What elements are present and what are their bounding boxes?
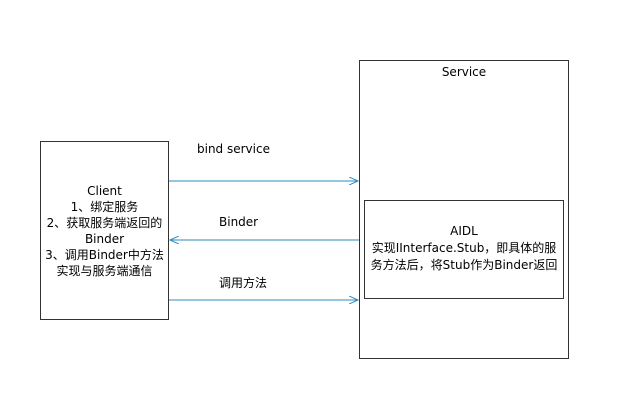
aidl-title: AIDL (450, 224, 478, 238)
bind-service-label: bind service (197, 142, 270, 156)
client-step-1: 1、绑定服务 (70, 200, 139, 214)
aidl-node: AIDL 实现IInterface.Stub，即具体的服 务方法后，将Stub作… (364, 200, 564, 299)
client-step-3-cont: 实现与服务端通信 (56, 264, 153, 278)
binder-label: Binder (219, 215, 259, 229)
client-node: Client 1、绑定服务 2、获取服务端返回的 Binder 3、调用Bind… (40, 141, 169, 320)
client-text: Client 1、绑定服务 2、获取服务端返回的 Binder 3、调用Bind… (41, 183, 168, 279)
client-step-3: 3、调用Binder中方法 (45, 248, 164, 262)
service-title: Service (441, 65, 487, 79)
client-step-2: 2、获取服务端返回的 (46, 216, 163, 230)
aidl-desc-line-2: 务方法后，将Stub作为Binder返回 (370, 258, 558, 272)
client-step-2-cont: Binder (84, 232, 125, 246)
call-method-label: 调用方法 (219, 276, 268, 290)
client-title: Client (87, 184, 122, 198)
aidl-desc-line-1: 实现IInterface.Stub，即具体的服 (371, 241, 557, 255)
aidl-text: AIDL 实现IInterface.Stub，即具体的服 务方法后，将Stub作… (365, 223, 563, 274)
